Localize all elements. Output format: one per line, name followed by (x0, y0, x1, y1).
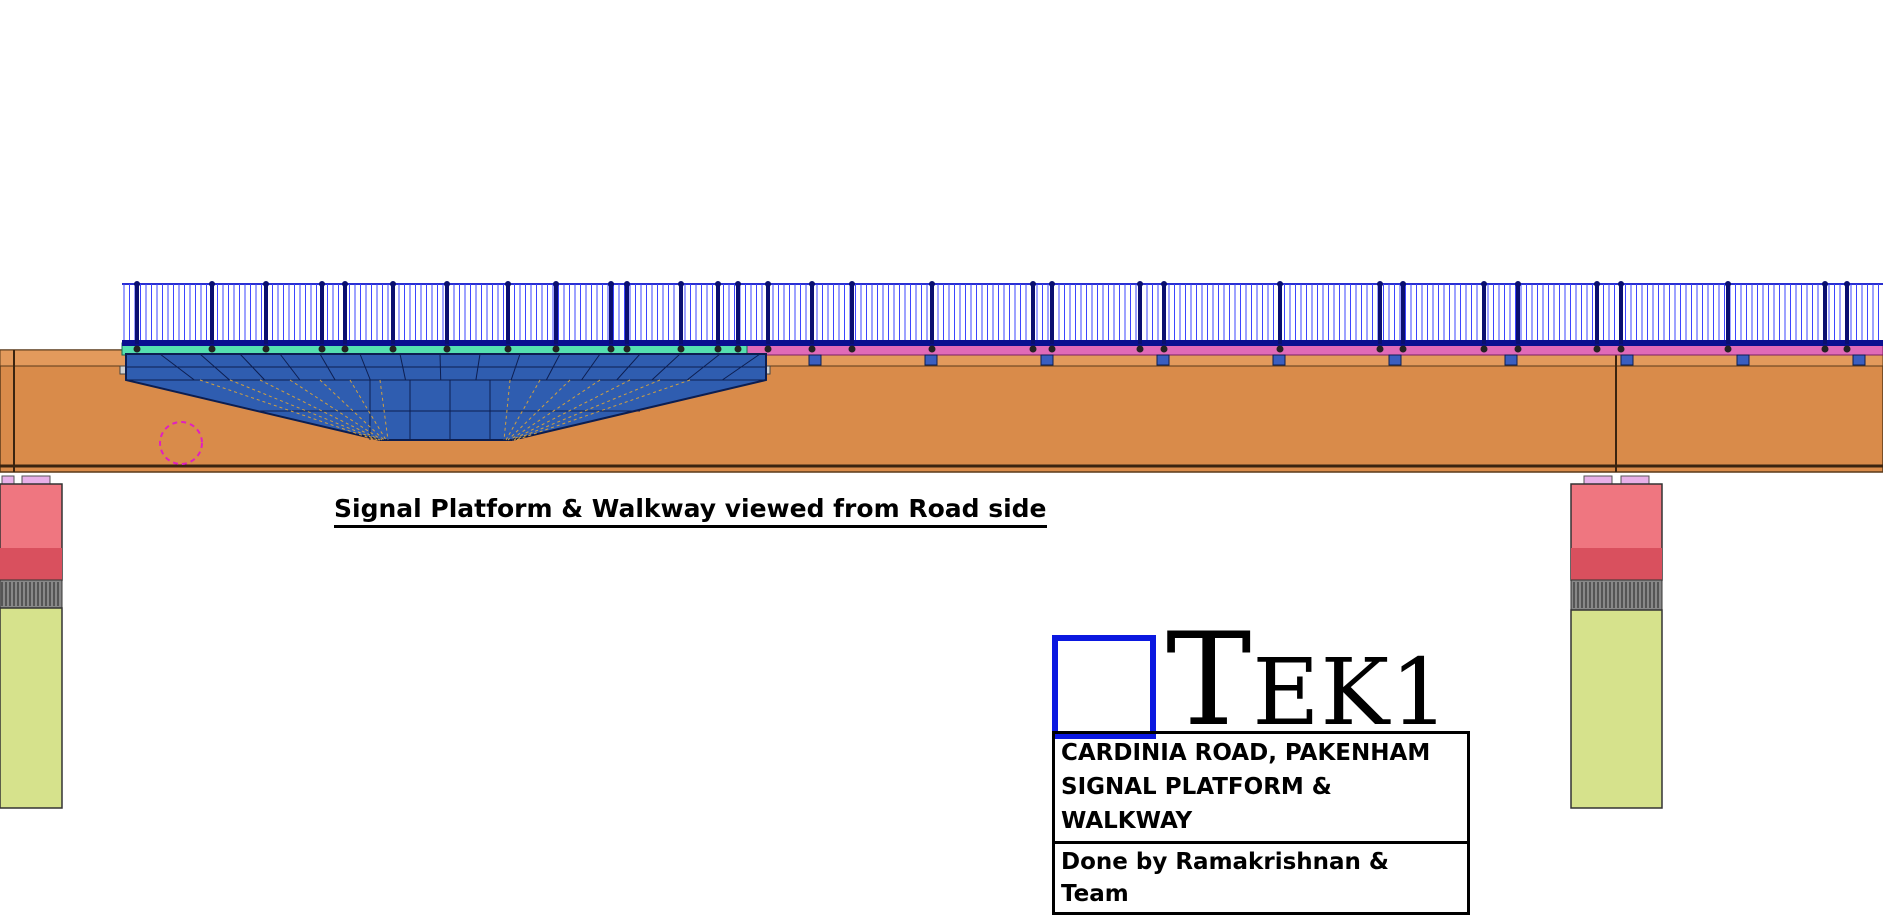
company-logo: T EK1 (1052, 617, 1450, 745)
signal-platform (119, 353, 771, 441)
pier-right (1570, 475, 1663, 809)
logo-square-icon (1052, 635, 1156, 739)
project-location: CARDINIA ROAD, PAKENHAM (1061, 740, 1431, 766)
drawing-caption: Signal Platform & Walkway viewed from Ro… (334, 494, 1047, 528)
railing (122, 281, 1883, 353)
logo-text-small: EK1 (1252, 639, 1450, 746)
title-block: CARDINIA ROAD, PAKENHAM SIGNAL PLATFORM … (1052, 731, 1470, 915)
logo-text: T EK1 (1166, 617, 1450, 745)
drawing-canvas (0, 281, 1883, 809)
logo-text-big: T (1166, 606, 1253, 755)
pier-left (0, 475, 63, 809)
credit-line: Done by Ramakrishnan & Team (1061, 849, 1389, 907)
project-title: SIGNAL PLATFORM & WALKWAY (1061, 774, 1332, 834)
marker-circle (159, 421, 203, 465)
